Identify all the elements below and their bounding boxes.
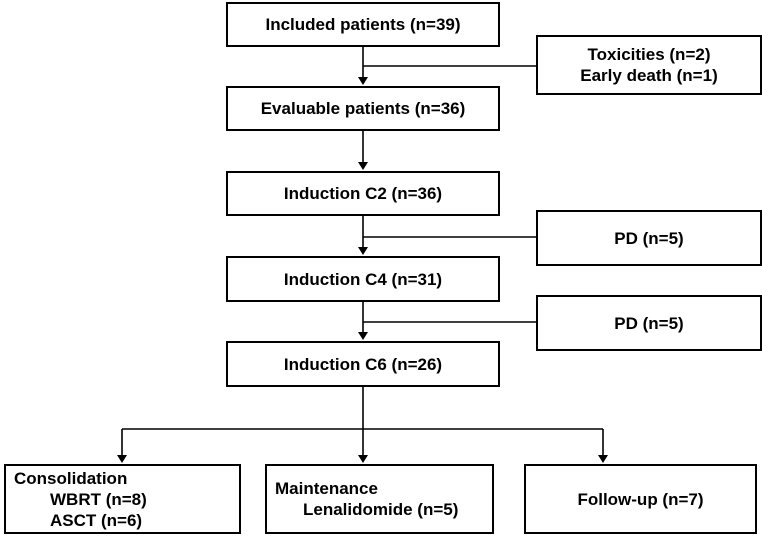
wbrt-label: WBRT (n=8) bbox=[50, 489, 147, 509]
exclusion-box: Toxicities (n=2) Early death (n=1) bbox=[536, 35, 762, 95]
maintenance-title: Maintenance bbox=[275, 479, 378, 498]
induction-c4-box: Induction C4 (n=31) bbox=[226, 256, 500, 302]
early-death-label: Early death (n=1) bbox=[580, 66, 718, 85]
evaluable-patients-label: Evaluable patients (n=36) bbox=[260, 99, 466, 118]
induction-c6-label: Induction C6 (n=26) bbox=[283, 354, 443, 374]
pd-label-2: PD (n=5) bbox=[614, 313, 684, 333]
followup-box: Follow-up (n=7) bbox=[524, 464, 757, 534]
consolidation-title: Consolidation bbox=[14, 468, 128, 488]
included-patients-label: Included patients (n=39) bbox=[265, 15, 461, 34]
arrowhead bbox=[358, 162, 368, 170]
induction-c2-box: Induction C2 (n=36) bbox=[226, 171, 500, 216]
arrowhead bbox=[598, 455, 608, 463]
induction-c4-label: Induction C4 (n=31) bbox=[283, 269, 443, 289]
arrowhead bbox=[358, 332, 368, 340]
induction-c2-label: Induction C2 (n=36) bbox=[283, 184, 443, 203]
maintenance-box: Maintenance Lenalidomide (n=5) bbox=[265, 464, 494, 534]
pd-box-1: PD (n=5) bbox=[536, 210, 762, 266]
lenalidomide-label: Lenalidomide (n=5) bbox=[303, 500, 459, 519]
evaluable-patients-box: Evaluable patients (n=36) bbox=[226, 86, 500, 131]
followup-label: Follow-up (n=7) bbox=[577, 489, 704, 509]
consolidation-box: Consolidation WBRT (n=8) ASCT (n=6) bbox=[4, 464, 241, 534]
toxicities-label: Toxicities (n=2) bbox=[587, 45, 711, 64]
induction-c6-box: Induction C6 (n=26) bbox=[226, 341, 500, 387]
included-patients-box: Included patients (n=39) bbox=[226, 2, 500, 47]
arrowhead bbox=[358, 247, 368, 255]
asct-label: ASCT (n=6) bbox=[50, 510, 143, 530]
pd-label-1: PD (n=5) bbox=[614, 228, 684, 248]
pd-box-2: PD (n=5) bbox=[536, 295, 762, 351]
arrowhead bbox=[358, 455, 368, 463]
arrowhead bbox=[358, 77, 368, 85]
arrowhead bbox=[117, 455, 127, 463]
